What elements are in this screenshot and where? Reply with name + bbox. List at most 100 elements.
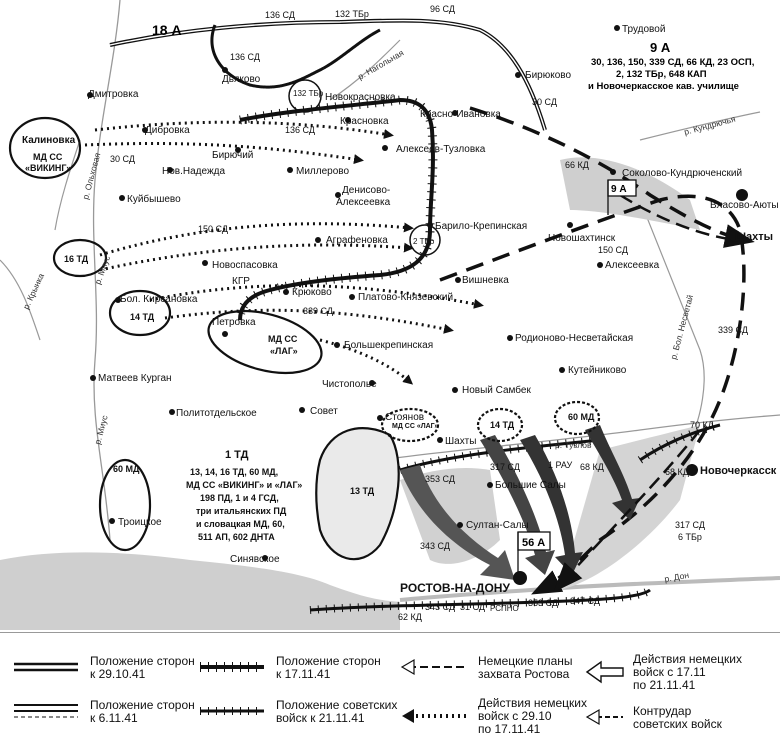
army-9a-units-1: 30, 136, 150, 339 СД, 66 КД, 23 ОСП, (591, 57, 754, 68)
legend-text: Немецкие планы (478, 654, 573, 668)
place-rodionovo: Родионово-Несветайская (515, 333, 633, 344)
german-viking-2: «ВИКИНГ» (25, 163, 71, 173)
legend-text: по 17.11.41 (478, 722, 541, 736)
unit-136sd-top: 136 СД (265, 10, 295, 20)
place-kuybyshevo: Куйбышево (127, 193, 181, 205)
unit-66kd: 66 КД (565, 160, 589, 170)
flag-56a (517, 531, 551, 575)
place-krgr: КГР (232, 276, 250, 287)
army-18a: 18 А (152, 22, 182, 38)
river-mius2: р. Миус (92, 414, 110, 446)
place-krasnovka: Красновка (340, 116, 389, 127)
unit-62kd: 62 КД (398, 612, 422, 622)
unit-rspno: РСПНО (490, 604, 519, 613)
unit-150sd: 150 СД (198, 224, 228, 234)
place-trudovoy: Трудовой (622, 24, 665, 35)
german-tk1-l5: и словацкая МД, 60, (196, 519, 285, 529)
place-chistopolye: Чистополье (322, 379, 377, 390)
tuzlov-river (379, 414, 780, 461)
place-stoyanov: Стоянов (385, 412, 424, 423)
river-tuzlov: р. Тузлов (555, 440, 592, 450)
german-tk1-l2: МД СС «ВИКИНГ» и «ЛАГ» (186, 480, 302, 490)
place-bolshie-saly: Большие Салы (495, 480, 566, 491)
german-tk1-l1: 13, 14, 16 ТД, 60 МД, (190, 467, 278, 477)
german-lag-2: «ЛАГ» (270, 346, 298, 356)
river-nagolnaya: р. Нагольная (356, 47, 406, 81)
legend-text: Контрудар (633, 704, 692, 718)
place-dyakovo: Дьяково (222, 74, 261, 85)
legend-text: Положение сторон (90, 698, 195, 712)
krynka-river (0, 259, 41, 341)
unit-353sd-bot: 353 СД (528, 598, 558, 608)
place-aleksee-tuzlovka: Алексеев-Тузловка (396, 144, 486, 155)
german-60md: 60 МД (113, 464, 140, 474)
legend-text: захвата Ростова (478, 667, 570, 681)
place-labels: Трудовой Дьяково Новокрасновка Дмитровка… (22, 24, 779, 595)
place-novoshakhtinsk: Новошахтинск (548, 233, 616, 244)
army-9a-units-3: и Новочеркасское кав. училище (588, 81, 739, 92)
kundryuchya-river (639, 111, 761, 141)
place-vishnevka: Вишневка (462, 275, 509, 286)
river-olkhovaya: р. Ольховая (80, 151, 102, 200)
place-vlasovo: Власово-Аюты (710, 200, 779, 211)
legend-text: к 6.11.41 (90, 711, 138, 725)
legend-text: советских войск (633, 717, 722, 731)
place-krasno-ivanovka: Красно-Ивановка (420, 109, 501, 120)
place-kuteynikovo: Кутейниково (568, 365, 627, 376)
map-svg: 18 А 9 А 30, 136, 150, 339 СД, 66 КД, 23… (0, 0, 780, 630)
unit-70kd: 70 КД (690, 420, 714, 430)
german-tk1-title: 1 ТД (225, 449, 249, 461)
place-matveev: Матвеев Курган (98, 373, 172, 384)
legend-text: Положение сторон (276, 654, 381, 668)
unit-68kd-mid: 68 КД (580, 462, 604, 472)
legend-symbol-double-line-thin (14, 704, 78, 718)
unit-31sd: 31 СД (460, 602, 485, 612)
legend-symbol-soviet-line (200, 707, 264, 715)
place-millerovo: Миллерово (296, 166, 349, 177)
place-kryukovo: Крюково (292, 287, 332, 298)
sea-area (0, 552, 400, 630)
place-petrovka: Петровка (212, 317, 256, 328)
army-9a-units-2: 2, 132 ТБр, 648 КАП (616, 69, 707, 80)
legend-symbol-double-line (14, 662, 78, 672)
place-denisovo2: Алексеевка (336, 197, 391, 208)
place-sovet: Совет (310, 406, 338, 417)
unit-132tbr-circle: 132 ТБр (293, 89, 324, 98)
legend-text: войск с 17.11 (633, 665, 706, 679)
place-dmitrovka: Дмитровка (88, 89, 139, 100)
german-viking-1: МД СС (33, 152, 63, 162)
legend-symbol-thick-arrow (585, 660, 624, 683)
army-56a: 56 А (522, 537, 545, 549)
unit-136sd-mid: 136 СД (230, 52, 260, 62)
place-sultan-saly: Султан-Салы (466, 520, 529, 531)
unit-6tbr: 6 ТБр (678, 532, 702, 542)
unit-68kd-right: 68 КД (665, 467, 689, 477)
german-tk1-l4: три итальянских ПД (196, 506, 287, 516)
german-tk1-l3: 198 ПД, 1 и 4 ГСД, (200, 493, 279, 503)
german-60md-b: 60 МД (568, 412, 595, 422)
river-kundryuchya: р. Кундрючья (683, 114, 737, 137)
soviet-unit-labels: 136 СД 132 ТБр 96 СД 136 СД 132 ТБр 136 … (110, 4, 748, 622)
flag-9a (607, 179, 637, 215)
battle-map: 18 А 9 А 30, 136, 150, 339 СД, 66 КД, 23… (0, 0, 780, 630)
place-kalinovka: Калиновка (22, 135, 76, 146)
unit-347sd: 347 СД (570, 596, 600, 606)
olkhovaya-river (54, 139, 81, 231)
place-biryukovo: Бирюково (525, 70, 571, 81)
place-novospasovka: Новоспасовка (212, 260, 278, 271)
legend-symbol-dotted-arrow (402, 708, 466, 723)
place-sinyavskoe: Синявское (230, 554, 280, 565)
legend-symbol-dashed-arrow (400, 658, 466, 676)
unit-343sd-bot: 343 СД (425, 602, 455, 612)
place-rostov: РОСТОВ-НА-ДОНУ (400, 581, 510, 595)
german-unit-labels: МД СС «ВИКИНГ» 16 ТД 14 ТД МД СС «ЛАГ» М… (25, 152, 595, 542)
legend-text: по 21.11.41 (633, 678, 696, 692)
german-16td: 16 ТД (64, 254, 89, 264)
place-shakhovo: Шахты (445, 436, 476, 447)
legend-symbol-serrated-line (200, 662, 264, 672)
